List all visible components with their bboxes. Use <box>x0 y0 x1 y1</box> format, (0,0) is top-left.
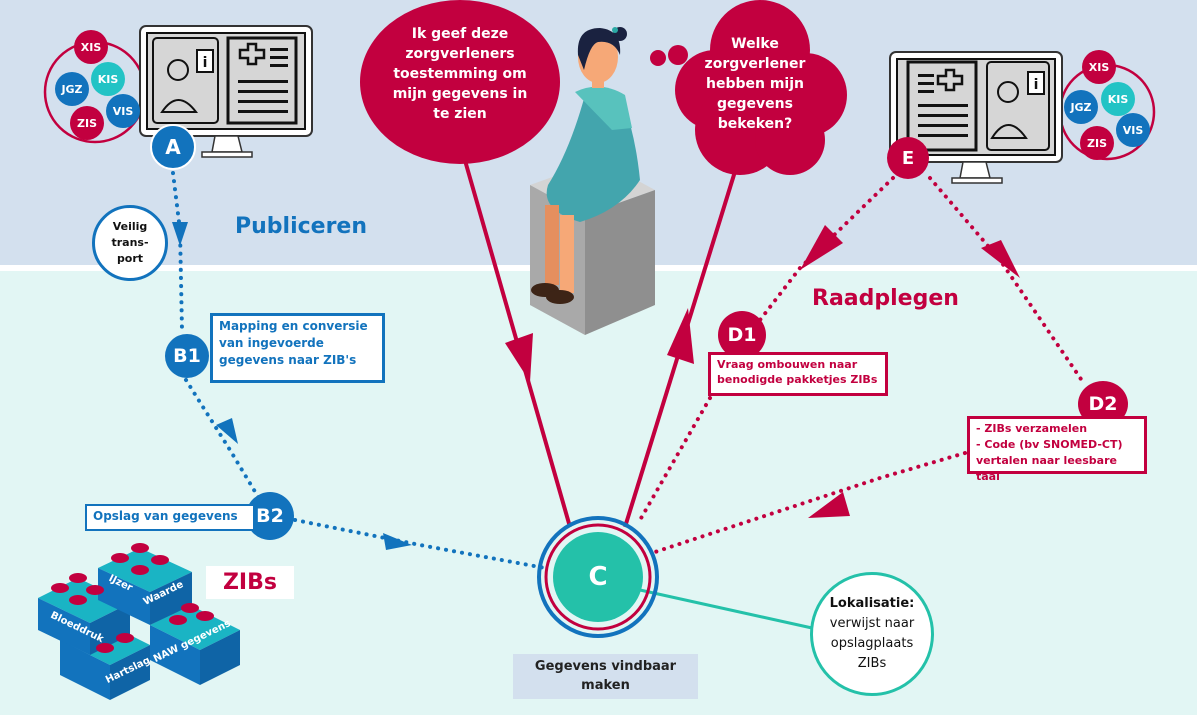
system-badge-xis: XIS <box>1082 50 1116 84</box>
d2-description-box: - ZIBs verzamelen - Code (bv SNOMED-CT) … <box>967 416 1147 483</box>
system-badge-zis: ZIS <box>1080 126 1114 160</box>
speech-line: toestemming om <box>393 66 527 82</box>
question-speech-text: Welke zorgverlener hebben mijn gegevens … <box>690 34 820 134</box>
secure-transport-note: Veilig trans- port <box>92 205 168 281</box>
system-badge-zis: ZIS <box>70 106 104 140</box>
speech-line: mijn gegevens in <box>392 86 528 102</box>
consent-speech-bubble <box>360 0 560 164</box>
system-badge-jgz: JGZ <box>55 72 89 106</box>
box-line: Mapping en conversie <box>219 319 368 333</box>
zibs-label: ZIBs <box>206 566 294 599</box>
svg-text:i: i <box>203 55 208 71</box>
arrow-head <box>981 240 1020 278</box>
left-monitor-icon: i <box>139 25 313 158</box>
speech-line: zorgverlener <box>704 56 806 72</box>
step-d1-badge: D1 <box>718 311 766 359</box>
box-line: vertalen naar leesbare taal <box>976 454 1117 483</box>
central-outer-ring <box>537 516 659 638</box>
step-c-badge: C <box>553 532 643 622</box>
localisation-line: ZIBs <box>857 656 887 671</box>
svg-text:i: i <box>1034 77 1039 93</box>
speech-line: zorgverleners <box>405 46 515 62</box>
note-line: trans- <box>111 236 149 249</box>
system-badge-vis: VIS <box>1116 113 1150 147</box>
consult-path <box>638 176 1087 554</box>
system-badge-vis: VIS <box>106 94 140 128</box>
c-caption: Gegevens vindbaar maken <box>513 654 698 699</box>
speech-line: hebben mijn <box>706 76 804 92</box>
localisation-line: verwijst naar <box>829 616 915 631</box>
system-badge-jgz: JGZ <box>1064 90 1098 124</box>
right-monitor-icon: i <box>889 51 1063 184</box>
arrow-head <box>216 418 238 444</box>
step-b2-badge: B2 <box>246 492 294 540</box>
speech-line: bekeken? <box>717 116 793 132</box>
speech-line: te zien <box>433 106 487 122</box>
box-line: gegevens naar ZIB's <box>219 353 357 367</box>
step-b1-badge: B1 <box>165 334 209 378</box>
zib-bricks-illustration <box>38 543 240 700</box>
arrow-head <box>172 222 188 246</box>
question-thought-bubble <box>650 0 847 175</box>
consent-line <box>460 149 572 528</box>
consult-section-title: Raadplegen <box>812 286 959 311</box>
d1-description-box: Vraag ombouwen naar benodigde pakketjes … <box>708 352 888 396</box>
b1-description-box: Mapping en conversie van ingevoerde gege… <box>210 313 385 383</box>
localisation-title: Lokalisatie: <box>829 596 915 611</box>
box-line: Opslag van gegevens <box>93 509 238 523</box>
step-e-badge: E <box>887 137 929 179</box>
step-a-badge: A <box>150 124 196 170</box>
publish-section-title: Publiceren <box>235 214 368 239</box>
note-line: Veilig <box>112 220 148 233</box>
arrow-head <box>667 308 694 364</box>
system-badge-xis: XIS <box>74 30 108 64</box>
localisation-line: opslagplaats <box>830 636 914 651</box>
caption-line: maken <box>581 678 630 693</box>
box-line: benodigde pakketjes ZIBs <box>717 373 878 386</box>
arrow-head <box>808 492 850 518</box>
central-inner-ring <box>544 523 652 631</box>
arrow-head <box>505 333 533 382</box>
note-line: port <box>116 252 144 265</box>
patient-illustration <box>530 27 655 335</box>
system-badge-kis: KIS <box>91 62 125 96</box>
speech-line: gegevens <box>717 96 793 112</box>
system-badge-kis: KIS <box>1101 82 1135 116</box>
box-line: - ZIBs verzamelen <box>976 422 1088 435</box>
localisation-note: Lokalisatie: verwijst naar opslagplaats … <box>810 572 934 696</box>
arrow-head <box>383 533 412 550</box>
consent-speech-text: Ik geef deze zorgverleners toestemming o… <box>368 24 552 124</box>
speech-line: Ik geef deze <box>411 26 509 42</box>
speech-line: Welke <box>731 36 779 52</box>
box-line: - Code (bv SNOMED-CT) <box>976 438 1123 451</box>
arrow-head <box>800 225 843 270</box>
b2-description-box: Opslag van gegevens <box>85 504 255 531</box>
caption-line: Gegevens vindbaar <box>534 659 677 674</box>
localisation-connector <box>639 588 813 630</box>
box-line: Vraag ombouwen naar <box>717 358 858 371</box>
box-line: van ingevoerde <box>219 336 324 350</box>
